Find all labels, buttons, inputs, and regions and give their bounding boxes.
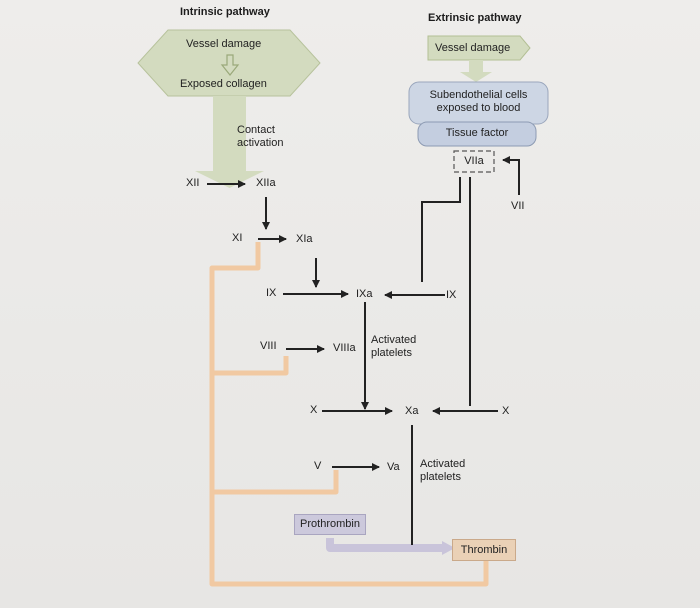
factor-xii-label: XII	[186, 177, 200, 189]
activated-platelets-2-label: Activated platelets	[420, 458, 466, 483]
extrinsic-pathway-heading: Extrinsic pathway	[428, 12, 522, 24]
extrinsic-vessel-damage-label: Vessel damage	[435, 42, 511, 54]
vii-label: VII	[511, 200, 525, 212]
factor-ix-left-label: IX	[266, 287, 277, 299]
factor-xiia-label: XIIa	[256, 177, 276, 189]
factor-x-right-label: X	[502, 405, 510, 417]
contact-activation-label: Contact activation	[237, 124, 284, 149]
factor-v-label: V	[314, 460, 322, 472]
factor-xia-label: XIa	[296, 233, 313, 245]
factor-ixa-label: IXa	[356, 288, 373, 300]
tissue-factor-label: Tissue factor	[445, 127, 509, 139]
factor-x-left-label: X	[310, 404, 318, 416]
prothrombin-box: Prothrombin	[294, 514, 366, 535]
prothrombin-to-thrombin-arrow	[326, 538, 445, 552]
viia-label: VIIa	[464, 155, 484, 167]
factor-xa-label: Xa	[405, 405, 419, 417]
subendothelial-label: Subendothelial cells exposed to blood	[429, 89, 528, 114]
viia-dashed-box	[453, 150, 495, 173]
intrinsic-pathway-heading: Intrinsic pathway	[180, 6, 270, 18]
intrinsic-vessel-damage-box	[137, 29, 321, 97]
thrombin-box: Thrombin	[452, 539, 516, 561]
activated-platelets-1-label: Activated platelets	[371, 334, 417, 359]
thrombin-feedback-loop	[209, 242, 489, 587]
hollow-down-arrow-icon	[220, 54, 240, 76]
factor-va-label: Va	[387, 461, 400, 473]
intrinsic-vessel-damage-label: Vessel damage	[186, 38, 262, 50]
factor-viiia-label: VIIIa	[333, 342, 356, 354]
exposed-collagen-label: Exposed collagen	[180, 78, 267, 90]
factor-xi-label: XI	[232, 232, 243, 244]
factor-viii-label: VIII	[260, 340, 277, 352]
tissue-factor-box	[417, 121, 537, 147]
factor-ix-right-label: IX	[446, 289, 457, 301]
extrinsic-vessel-damage-box	[427, 35, 531, 61]
